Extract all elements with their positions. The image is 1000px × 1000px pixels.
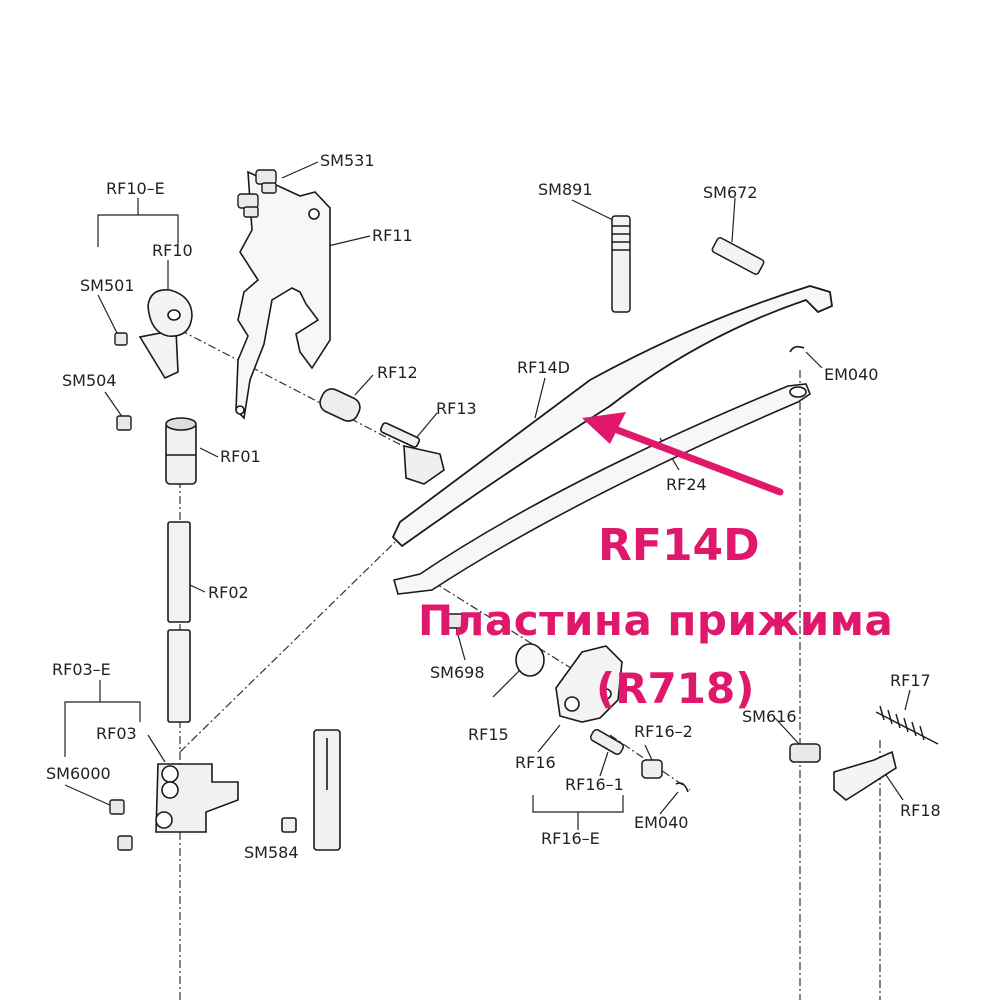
- part-rf15: [515, 643, 545, 677]
- label-rf13: RF13: [436, 399, 477, 418]
- part-rf13: [379, 422, 445, 485]
- part-rf18: [833, 750, 897, 801]
- label-rf16: RF16: [515, 753, 556, 772]
- screws-sm6000: [109, 799, 133, 851]
- label-sm531: SM531: [320, 151, 375, 170]
- part-rf10: [138, 289, 193, 380]
- clip-em040-top: [789, 345, 805, 353]
- screw-sm504: [116, 415, 132, 431]
- screws-sm531: [237, 169, 277, 218]
- label-rf11: RF11: [372, 226, 413, 245]
- label-rf03-e: RF03–E: [52, 660, 111, 679]
- part-rf01: [165, 417, 197, 485]
- label-sm698: SM698: [430, 663, 485, 682]
- label-rf17: RF17: [890, 671, 931, 690]
- part-bar-bottom: [281, 729, 341, 851]
- callout-model: (R718): [596, 664, 755, 713]
- callout-part-name: Пластина прижима: [418, 596, 894, 645]
- label-em040-bottom: EM040: [634, 813, 688, 832]
- label-em040-top: EM040: [824, 365, 878, 384]
- label-rf03: RF03: [96, 724, 137, 743]
- callout-part-code: RF14D: [598, 520, 760, 571]
- label-sm616: SM616: [742, 707, 797, 726]
- label-rf10-e: RF10–E: [106, 179, 165, 198]
- screw-sm698: [447, 613, 465, 629]
- label-sm6000: SM6000: [46, 764, 111, 783]
- screw-sm616: [789, 743, 821, 763]
- label-rf12: RF12: [377, 363, 418, 382]
- label-rf16-2: RF16–2: [634, 722, 693, 741]
- label-sm584: SM584: [244, 843, 299, 862]
- label-rf15: RF15: [468, 725, 509, 744]
- part-rf14d-plate: [391, 285, 833, 548]
- part-rf02: [167, 521, 191, 723]
- label-rf18: RF18: [900, 801, 941, 820]
- label-sm672: SM672: [703, 183, 758, 202]
- label-sm501: SM501: [80, 276, 135, 295]
- label-rf10: RF10: [152, 241, 193, 260]
- part-labels: RF10–E RF10 SM501 SM531 RF11 SM504 RF01 …: [46, 151, 941, 862]
- highlight-arrow: [582, 412, 784, 496]
- part-rf12: [319, 388, 361, 422]
- label-sm891: SM891: [538, 180, 593, 199]
- screw-sm501: [114, 332, 128, 346]
- part-rf16-1: [589, 729, 625, 755]
- label-rf16-e: RF16–E: [541, 829, 600, 848]
- label-rf16-1: RF16–1: [565, 775, 624, 794]
- label-rf01: RF01: [220, 447, 261, 466]
- pin-sm891: [611, 215, 631, 313]
- clip-em040-bottom: [675, 782, 689, 793]
- label-sm504: SM504: [62, 371, 117, 390]
- part-rf11: [235, 170, 331, 420]
- leader-lines: [64, 161, 911, 830]
- pin-sm672: [711, 237, 765, 275]
- part-rf17-spring: [875, 705, 939, 745]
- label-rf02: RF02: [208, 583, 249, 602]
- label-rf14d: RF14D: [517, 358, 570, 377]
- part-rf24-wire: [392, 383, 811, 595]
- part-rf03: [155, 763, 239, 833]
- part-rf16-2: [641, 759, 663, 779]
- part-rf16: [555, 645, 623, 723]
- label-rf24: RF24: [666, 475, 707, 494]
